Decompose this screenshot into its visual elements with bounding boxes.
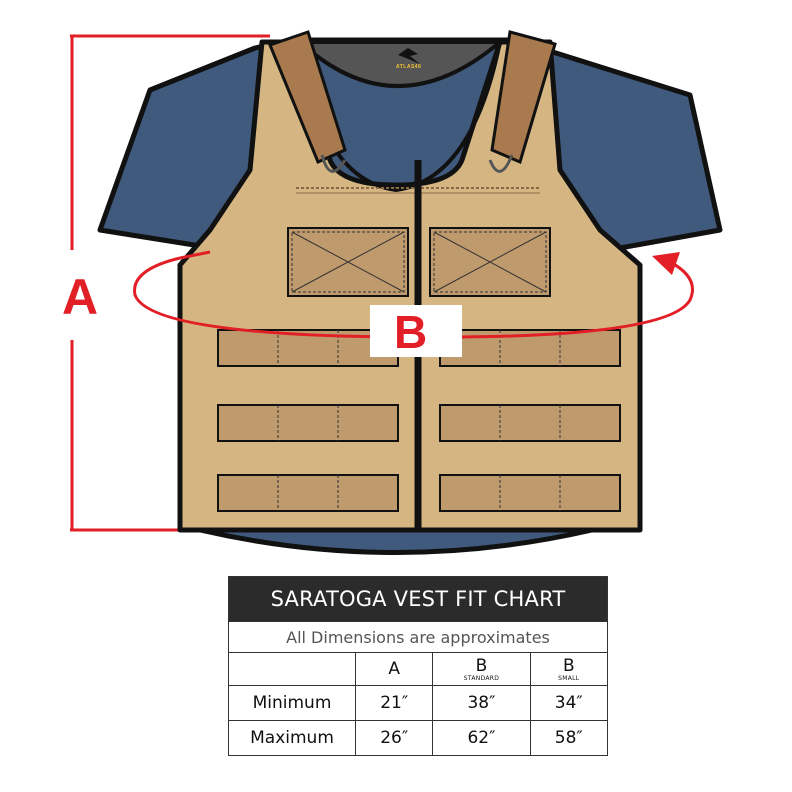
fit-chart-header-row: A B STANDARD B SMALL — [228, 652, 609, 686]
column-header-a-label: A — [388, 659, 400, 679]
right-shoulder-strap — [490, 30, 557, 165]
header-empty-cell — [228, 652, 356, 686]
left-chest-panel — [287, 227, 409, 297]
table-row: Minimum 21″ 38″ 34″ — [228, 685, 609, 721]
right-chest-panel — [429, 227, 551, 297]
cell-maximum-b-standard: 62″ — [432, 720, 531, 756]
brand-logo-text: ATLAS46 — [396, 64, 422, 70]
row-label-maximum: Maximum — [228, 720, 356, 756]
left-shoulder-strap — [268, 30, 347, 164]
dimension-a-label: A — [62, 269, 99, 325]
column-header-b-small-label: B — [562, 655, 575, 676]
dimension-b-arrowhead — [652, 252, 680, 275]
left-d-ring — [320, 154, 347, 173]
row-label-minimum: Minimum — [228, 685, 356, 721]
dimension-a-line — [70, 34, 270, 532]
right-d-ring — [488, 154, 514, 173]
column-header-b-standard-label: B — [475, 655, 488, 676]
shirt-collar — [294, 40, 506, 88]
vest-fit-illustration — [70, 30, 723, 555]
cell-minimum-a: 21″ — [354, 685, 434, 721]
column-header-a: A — [354, 652, 434, 686]
column-header-b-standard: B STANDARD — [432, 652, 531, 686]
table-row: Maximum 26″ 62″ 58″ — [228, 720, 609, 756]
dimension-b-loop — [133, 250, 694, 339]
column-header-b-small-sub: SMALL — [558, 674, 580, 682]
column-header-b-standard-sub: STANDARD — [463, 674, 500, 682]
column-header-b-small: B SMALL — [529, 652, 609, 686]
dimension-b-label-box — [370, 305, 462, 357]
fit-chart-table: SARATOGA VEST FIT CHART All Dimensions a… — [228, 576, 609, 756]
cell-maximum-b-small: 58″ — [529, 720, 609, 756]
cell-minimum-b-small: 34″ — [529, 685, 609, 721]
dimension-b-label: B — [394, 306, 428, 358]
fit-chart-subtitle: All Dimensions are approximates — [228, 621, 608, 653]
fit-chart-title: SARATOGA VEST FIT CHART — [228, 576, 608, 622]
brand-logo-icon — [398, 48, 420, 64]
cell-maximum-a: 26″ — [354, 720, 434, 756]
cell-minimum-b-standard: 38″ — [432, 685, 531, 721]
